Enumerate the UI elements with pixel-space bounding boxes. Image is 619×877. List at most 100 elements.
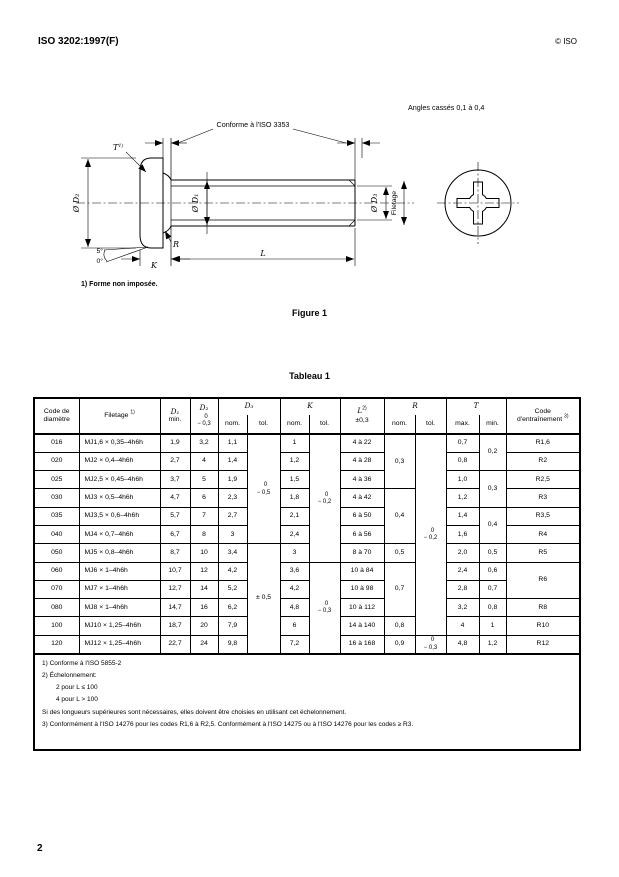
cell-filetage: MJ10 × 1,25–4h6h [78,616,161,636]
cell-t-max: 0,8 [445,451,480,472]
col-header-l: L2)±0,3 [339,397,385,435]
cell-code: 040 [33,524,80,545]
cell-d2: 5 [189,470,219,490]
cell-t-max: 2,0 [445,543,480,563]
footnote-2a: 2 pour L ≤ 100 [56,684,98,692]
d2-dim-label: Ø D₂ [72,194,81,214]
cell-t-max: 3,2 [445,598,480,618]
cell-code-entrainement: R2 [505,451,581,472]
table-row: 120 MJ12 × 1,25–4h6h 22,7 24 9,8 7,2 16 … [33,634,581,655]
filetage-label: Filetage [391,191,398,215]
cell-k-nom: 6 [279,616,310,636]
table-row: 060 MJ6 × 1–4h6h 10,7 12 4,2 3,6 0− 0,3 … [33,561,581,655]
figure-caption: Figure 1 [291,308,327,318]
cell-t-min: 0,2 [478,433,507,472]
cell-d1: 10,7 [159,561,191,581]
cell-code: 030 [33,488,80,508]
cell-l: 4 à 36 [339,470,385,490]
cell-l: 4 à 42 [339,488,385,508]
cell-code-entrainement: R8 [505,598,581,618]
page-number: 2 [37,843,43,854]
cell-d1: 1,9 [159,433,191,453]
cell-d3-nom: 5,2 [217,579,248,600]
table-row: 100 MJ10 × 1,25–4h6h 18,7 20 7,9 6 14 à … [33,616,581,636]
cell-t-max: 1,0 [445,470,480,490]
cell-l: 6 à 56 [339,524,385,545]
cell-r-nom: 0,3 [383,433,416,490]
cell-t-max: 4 [445,616,480,636]
table-row: 020 MJ2 × 0,4–4h6h 2,7 4 1,4 1,2 4 à 28 … [33,451,581,472]
cell-d1: 22,7 [159,634,191,655]
cell-t-max: 2,4 [445,561,480,581]
cell-k-nom: 1,8 [279,488,310,508]
cell-code: 050 [33,543,80,563]
cell-d3-nom: 1,1 [217,433,248,453]
cell-filetage: MJ6 × 1–4h6h [78,561,161,581]
cell-d3-nom: 3 [217,524,248,545]
cell-d2: 10 [189,543,219,563]
footnote-1: 1) Conforme à l'ISO 5855-2 [42,659,122,667]
cell-d2: 7 [189,506,219,526]
cell-d3-nom: 7,9 [217,616,248,636]
cell-filetage: MJ1,6 × 0,35–4h6h [78,433,161,453]
cell-code-entrainement: R1,6 [505,433,581,453]
cell-code: 025 [33,470,80,490]
screw-side-view [139,138,356,266]
cell-d2: 4 [189,451,219,472]
cell-l: 8 à 70 [339,543,385,563]
table-footnotes: 1) Conforme à l'ISO 5855-2 2) Échelonnem… [33,652,581,751]
conforme-iso-label: Conforme à l'ISO 3353 [217,120,290,129]
cell-d2: 20 [189,616,219,636]
cell-code: 100 [33,616,80,636]
cell-k-tol: 0− 0,2 [308,433,341,563]
cell-d2: 16 [189,598,219,618]
cell-d1: 3,7 [159,470,191,490]
cell-filetage: MJ8 × 1–4h6h [78,598,161,618]
cell-filetage: MJ2,5 × 0,45–4h6h [78,470,161,490]
cell-d3-nom: 9,8 [217,634,248,655]
cell-k-nom: 1 [279,433,310,453]
cell-t-max: 1,6 [445,524,480,545]
cell-t-min: 1 [478,616,507,636]
footnote-3: 3) Conformément à l'ISO 14276 pour les c… [42,721,414,729]
cell-t-max: 0,7 [445,433,480,453]
table-caption: Tableau 1 [289,371,330,381]
col-header-r: R [383,397,447,415]
screw-shaft [171,179,356,227]
table-footnotes-row: 1) Conforme à l'ISO 5855-2 2) Échelonnem… [33,652,581,751]
cell-code: 060 [33,561,80,581]
d1-dim-label: Ø D₁ [191,194,200,214]
subheader-k-tol: tol. [308,414,341,435]
angle-5-label: 5° [97,247,104,255]
table-row: 070 MJ7 × 1–4h6h 12,7 14 5,2 4,2 10 à 98… [33,579,580,600]
t-dim-label: T1) [113,142,124,152]
cell-k-nom: 3,6 [279,561,310,581]
figure-footnote: 1) Forme non imposée. [81,281,158,288]
cell-l: 6 à 50 [339,506,385,526]
subheader-t-min: min. [478,414,507,435]
cell-d3-tol: ± 0,5 [246,543,281,655]
cell-d1: 2,7 [159,451,191,472]
cell-l: 10 à 98 [339,579,385,600]
cell-k-nom: 3 [279,543,310,563]
cell-l: 4 à 22 [339,433,385,453]
cell-t-min: 0,4 [478,506,507,545]
subheader-d3-nom: nom. [217,414,248,435]
table-row: 016 MJ1,6 × 0,35–4h6h 1,9 3,2 1,1 0− 0,5… [33,433,581,636]
cell-d1: 14,7 [159,598,191,618]
cell-code: 080 [33,598,80,618]
subheader-t-max: max. [445,414,480,435]
cell-t-max: 4,8 [445,634,480,655]
cell-k-nom: 4,8 [279,598,310,618]
angles-casses-note: Angles cassés 0,1 à 0,4 [408,103,484,112]
cell-d3-nom: 6,2 [217,598,248,618]
dimension-lines [81,128,407,266]
table-row: 025 MJ2,5 × 0,45–4h6h 3,7 5 1,9 1,5 4 à … [33,470,581,508]
col-header-t: T [445,397,507,415]
cell-r-nom: 0,5 [383,543,416,563]
footnote-2: 2) Échelonnement: [42,671,97,679]
cell-code-entrainement: R10 [505,616,581,636]
